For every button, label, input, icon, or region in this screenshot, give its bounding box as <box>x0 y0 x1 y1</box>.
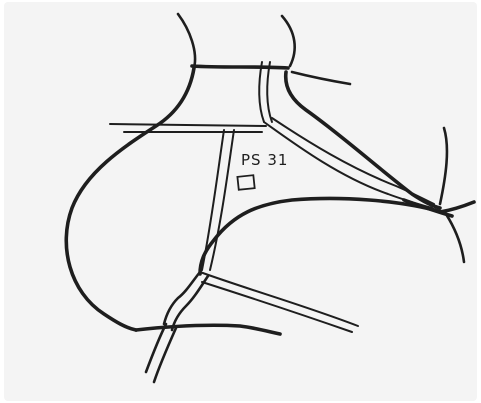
sketch-label: PS 31 <box>241 151 288 169</box>
top-horizontal-line <box>192 66 288 68</box>
